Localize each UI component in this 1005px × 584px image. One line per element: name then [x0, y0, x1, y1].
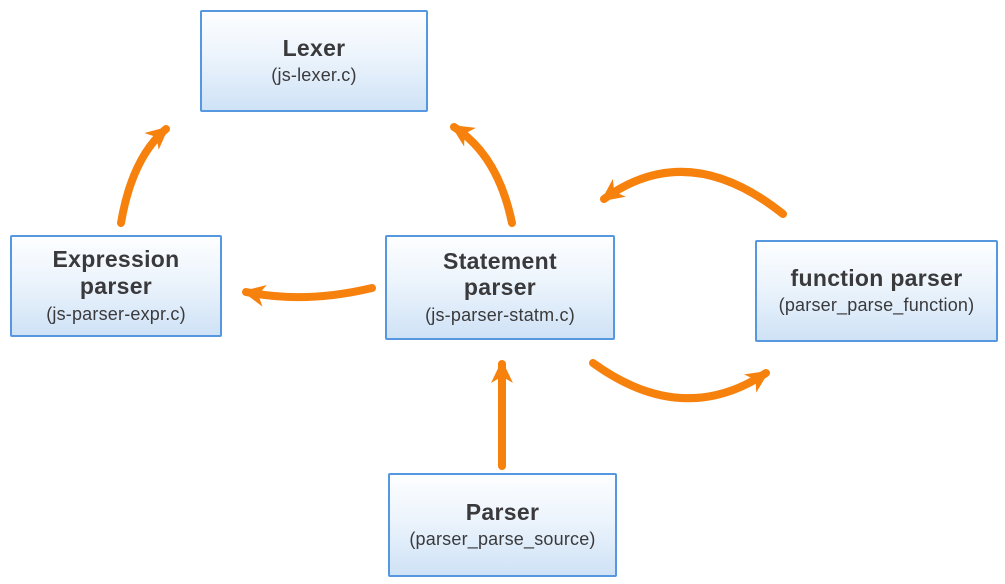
node-function-parser: function parser (parser_parse_function) [755, 240, 998, 342]
node-parser: Parser (parser_parse_source) [388, 473, 617, 577]
node-lexer: Lexer (js-lexer.c) [200, 10, 428, 112]
node-expression-parser-title: Expression parser [52, 246, 180, 299]
arrow-function-parser-to-statement-parser [600, 167, 787, 218]
node-statement-parser-title: Statement parser [443, 247, 557, 301]
arrow-statement-parser-to-function-parser [589, 359, 770, 403]
node-statement-parser: Statement parser (js-parser-statm.c) [385, 235, 615, 340]
node-parser-subtitle: (parser_parse_source) [409, 529, 596, 550]
arrow-statement-parser-to-expression-parser [242, 284, 376, 307]
arrow-statement-parser-to-lexer [450, 123, 516, 227]
node-function-parser-subtitle: (parser_parse_function) [778, 295, 975, 316]
node-parser-title: Parser [465, 498, 540, 525]
node-expression-parser: Expression parser (js-parser-expr.c) [10, 235, 222, 337]
node-expression-parser-subtitle: (js-parser-expr.c) [46, 303, 186, 324]
node-function-parser-title: function parser [790, 264, 963, 291]
arrow-expression-parser-to-lexer [117, 125, 170, 227]
node-statement-parser-subtitle: (js-parser-statm.c) [425, 305, 575, 326]
node-lexer-subtitle: (js-lexer.c) [271, 65, 357, 86]
node-lexer-title: Lexer [282, 34, 346, 61]
